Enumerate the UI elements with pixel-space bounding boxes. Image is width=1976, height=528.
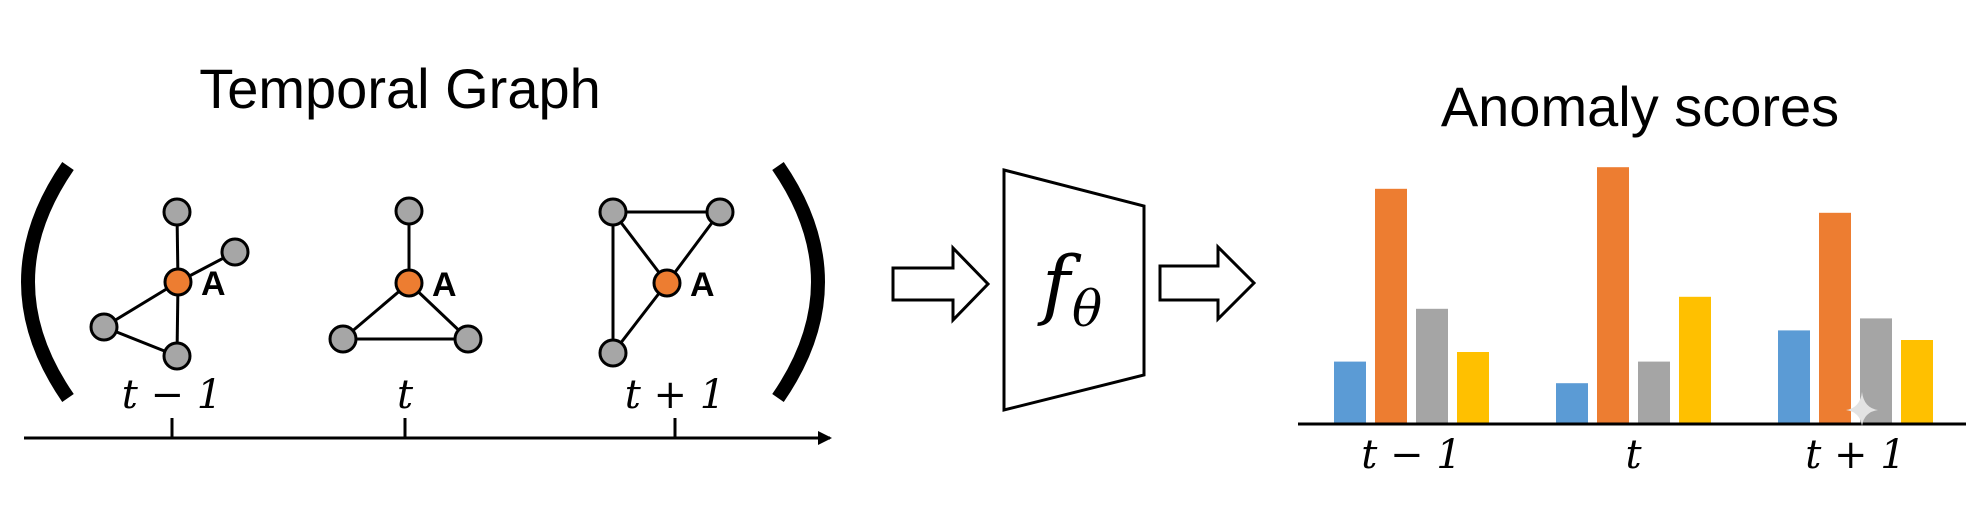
graph-t: A	[328, 196, 483, 354]
score-bar	[1901, 340, 1933, 424]
graph-node	[328, 324, 358, 354]
graph-node	[453, 324, 483, 354]
left-parenthesis	[21, 162, 74, 402]
category-label: t	[1625, 432, 1642, 478]
bar-chart	[1334, 167, 1933, 424]
score-bar	[1375, 188, 1407, 424]
right-parenthesis	[772, 162, 825, 402]
sparkle-icon	[1846, 392, 1878, 426]
output-arrow	[1158, 243, 1257, 323]
model-trapezoid	[1002, 168, 1146, 412]
anomaly-node-label: A	[690, 266, 715, 304]
anomalous-node	[652, 268, 682, 298]
time-label: t + 1	[625, 372, 725, 418]
graph-node	[89, 312, 119, 342]
graph-node	[220, 237, 250, 267]
graph-node	[598, 338, 628, 368]
time-label: t	[397, 372, 414, 418]
time-label: t − 1	[122, 372, 222, 418]
graph-edge	[611, 211, 669, 284]
graph-t-plus-1: A	[598, 197, 735, 368]
score-bar	[1416, 308, 1448, 424]
score-bar	[1457, 352, 1489, 424]
graph-node	[598, 197, 628, 227]
category-label: t + 1	[1805, 432, 1905, 478]
x-axis-labels: t − 1 t t + 1	[1361, 432, 1905, 478]
right-title: Anomaly scores	[1441, 75, 1839, 138]
score-bar	[1638, 361, 1670, 424]
anomalous-node	[394, 268, 424, 298]
anomalous-node	[163, 267, 193, 297]
model-parameter-symbol: θ	[1072, 280, 1102, 338]
graph-edge	[611, 282, 669, 354]
graph-node	[162, 197, 192, 227]
graph-node	[162, 341, 192, 371]
graph-edge	[665, 211, 722, 284]
score-bar	[1679, 296, 1711, 424]
score-bar	[1597, 167, 1629, 424]
graph-node	[394, 196, 424, 226]
anomaly-node-label: A	[432, 266, 457, 304]
anomaly-node-label: A	[201, 265, 226, 303]
category-label: t − 1	[1361, 432, 1461, 478]
left-title: Temporal Graph	[199, 57, 601, 120]
graph-node	[705, 197, 735, 227]
score-bar	[1819, 212, 1851, 424]
score-bar	[1556, 383, 1588, 424]
score-bar	[1334, 361, 1366, 424]
score-bar	[1778, 330, 1810, 424]
input-arrow	[891, 244, 991, 324]
graph-t-minus-1: A	[89, 197, 250, 371]
